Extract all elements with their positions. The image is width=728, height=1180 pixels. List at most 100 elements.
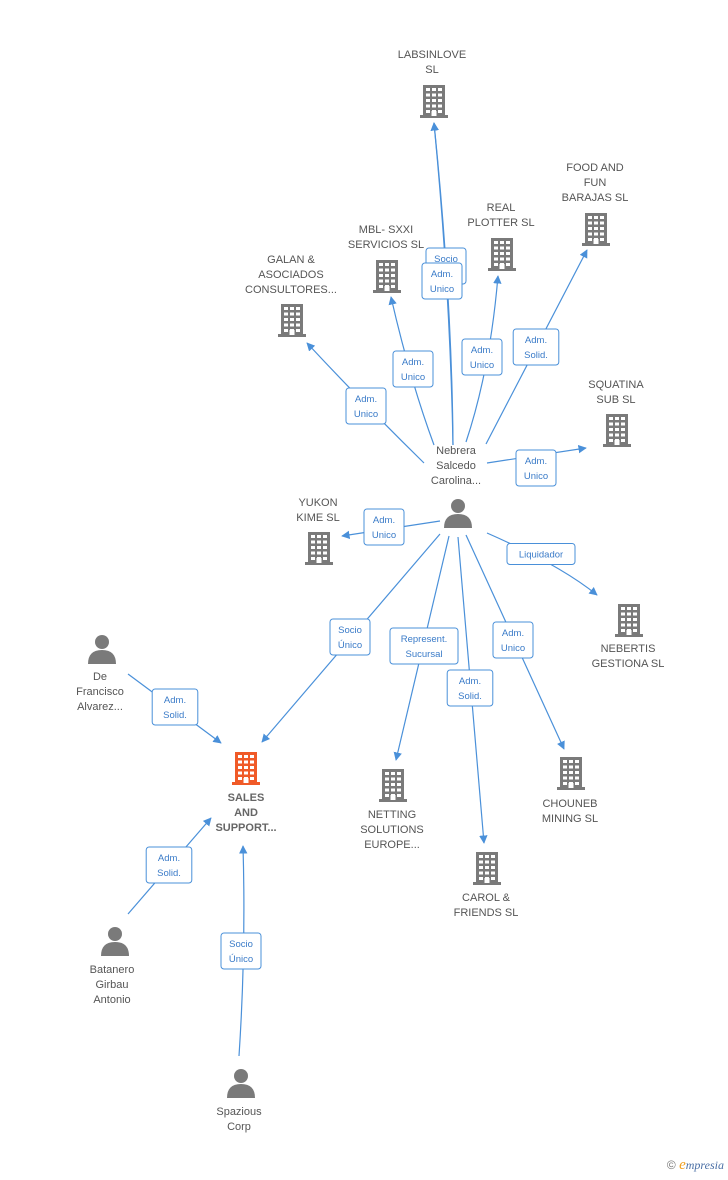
- edge-label-text: Liquidador: [519, 550, 563, 561]
- copyright-symbol: ©: [666, 1158, 676, 1172]
- edge-label-box: [461, 338, 503, 376]
- edge-label-text: Unico: [470, 360, 494, 371]
- edge-label-text: Solid.: [163, 710, 187, 721]
- building-icon: [305, 532, 333, 565]
- node-label: Carolina...: [431, 475, 481, 487]
- building-icon: [488, 238, 516, 271]
- node-label: FOOD AND: [566, 162, 624, 174]
- node-label: Alvarez...: [77, 701, 123, 713]
- node-realplotter[interactable]: REAL PLOTTER SL: [467, 202, 535, 271]
- edge-label-box: [329, 618, 371, 656]
- node-label: SQUATINA: [588, 379, 644, 391]
- node-label: SUPPORT...: [215, 822, 276, 834]
- node-label: KIME SL: [296, 512, 339, 524]
- edge-label-center-to-labsinlove[interactable]: Adm. Unico: [421, 262, 463, 300]
- node-yukon[interactable]: YUKON KIME SL: [296, 497, 340, 565]
- edge-label-center-to-realplotter[interactable]: Adm. Unico: [461, 338, 503, 376]
- node-label: Salcedo: [436, 460, 476, 472]
- building-icon: [420, 85, 448, 118]
- edge-label-text: Único: [338, 640, 362, 651]
- node-label: CAROL &: [462, 892, 511, 904]
- edge-label-center-to-carol[interactable]: Adm. Solid.: [446, 669, 494, 707]
- building-icon: [557, 757, 585, 790]
- node-sales[interactable]: SALESANDSUPPORT...: [215, 752, 277, 834]
- edge-label-center-to-mbl[interactable]: Adm.Unico: [392, 350, 434, 388]
- node-label: Spazious: [216, 1106, 262, 1118]
- node-label: Nebrera: [436, 445, 477, 457]
- edge-label-text: Unico: [501, 643, 525, 654]
- node-galan[interactable]: GALAN &ASOCIADOSCONSULTORES...: [245, 254, 337, 337]
- node-mbl[interactable]: MBL- SXXI SERVICIOS SL: [348, 224, 424, 293]
- edge-label-box: [389, 627, 459, 665]
- node-center[interactable]: NebreraSalcedoCarolina...: [431, 445, 481, 528]
- edge-label-text: Unico: [524, 471, 548, 482]
- building-icon: [373, 260, 401, 293]
- edge-label-text: Socio: [229, 939, 253, 950]
- empresia-watermark: © empresia: [667, 1157, 724, 1174]
- node-label: SUB SL: [596, 394, 635, 406]
- node-carol[interactable]: CAROL &FRIENDS SL: [454, 852, 519, 919]
- edge-label-center-to-nebertis[interactable]: Liquidador: [506, 543, 576, 565]
- node-label: PLOTTER SL: [467, 217, 534, 229]
- building-icon: [473, 852, 501, 885]
- node-label: SL: [425, 64, 438, 76]
- edge-label-box: [345, 387, 387, 425]
- building-icon: [615, 604, 643, 637]
- node-label: SERVICIOS SL: [348, 239, 424, 251]
- nodes-layer: NebreraSalcedoCarolina...SALESANDSUPPORT…: [76, 49, 664, 1133]
- node-label: Antonio: [93, 994, 130, 1006]
- edge-label-center-to-netting[interactable]: Represent. Sucursal: [389, 627, 459, 665]
- edge-label-text: Sucursal: [406, 649, 443, 660]
- edge-label-center-to-squatina[interactable]: Adm.Unico: [515, 449, 557, 487]
- edge-label-box: [506, 543, 576, 565]
- edge-label-text: Socio: [434, 254, 458, 265]
- node-labsinlove[interactable]: LABSINLOVE SL: [398, 49, 466, 118]
- edges-layer: [127, 122, 598, 1057]
- edge-label-text: Represent.: [401, 634, 447, 645]
- edge-label-center-to-foodfun[interactable]: Adm.Solid.: [512, 328, 560, 366]
- person-icon: [444, 499, 472, 528]
- node-label: LABSINLOVE: [398, 49, 466, 61]
- building-icon: [582, 213, 610, 246]
- edge-label-text: Adm.: [431, 269, 453, 280]
- node-squatina[interactable]: SQUATINA SUB SL: [588, 379, 644, 447]
- edge-label-box: [151, 688, 199, 726]
- node-defrancisco[interactable]: DeFranciscoAlvarez...: [76, 635, 124, 713]
- edge-label-text: Solid.: [458, 691, 482, 702]
- edge-label-center-to-galan[interactable]: Adm. Unico: [345, 387, 387, 425]
- node-label: MBL- SXXI: [359, 224, 413, 236]
- node-label: Batanero: [90, 964, 135, 976]
- node-label: Francisco: [76, 686, 124, 698]
- edge-label-text: Unico: [430, 284, 454, 295]
- edge-label-box: [145, 846, 193, 884]
- edge-label-text: Adm.: [471, 345, 493, 356]
- edge-label-box: [421, 262, 463, 300]
- node-label: REAL: [487, 202, 516, 214]
- edge-label-text: Adm.: [459, 676, 481, 687]
- node-label: NEBERTIS: [601, 643, 656, 655]
- node-netting[interactable]: NETTINGSOLUTIONSEUROPE...: [360, 769, 424, 851]
- edge-label-center-to-chouneb[interactable]: Adm.Unico: [492, 621, 534, 659]
- node-label: YUKON: [298, 497, 337, 509]
- edge-label-text: Adm.: [373, 515, 395, 526]
- edge-label-defrancisco-to-sales[interactable]: Adm.Solid.: [151, 688, 199, 726]
- node-label: GALAN &: [267, 254, 315, 266]
- node-label: CHOUNEB: [542, 798, 597, 810]
- edge-label-text: Unico: [354, 409, 378, 420]
- brand-name: mpresia: [685, 1158, 724, 1172]
- edge-label-text: Adm.: [355, 394, 377, 405]
- edge-label-batanero-to-sales[interactable]: Adm.Solid.: [145, 846, 193, 884]
- node-label: AND: [234, 807, 258, 819]
- building-icon: [379, 769, 407, 802]
- edge-label-center-to-yukon[interactable]: Adm.Unico: [363, 508, 405, 546]
- edge-label-text: Socio: [338, 625, 362, 636]
- node-label: FUN: [584, 177, 607, 189]
